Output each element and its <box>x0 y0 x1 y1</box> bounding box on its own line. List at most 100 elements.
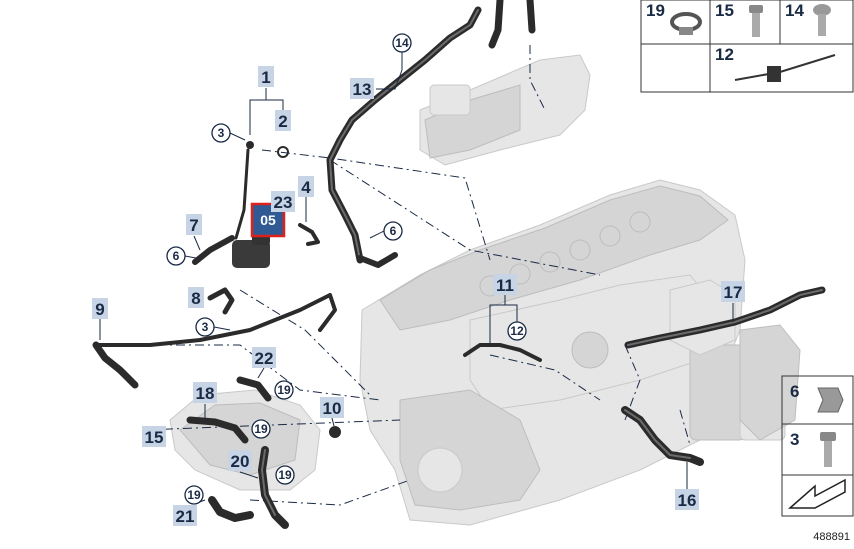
callout-15[interactable]: 15 <box>142 426 166 447</box>
callout-number: 23 <box>274 193 293 212</box>
callout-16[interactable]: 16 <box>675 489 699 510</box>
callout-3[interactable]: 3 <box>211 123 231 143</box>
callout-tag <box>320 397 344 418</box>
callout-number: 3 <box>218 126 225 140</box>
callout-tag <box>142 426 166 447</box>
legend-top-label-1: 15 <box>715 1 734 20</box>
callout-8[interactable]: 8 <box>188 287 204 308</box>
callout-number: 6 <box>173 249 180 263</box>
legend-top-label-0: 19 <box>646 1 665 20</box>
egr-cooler-upper <box>419 54 591 166</box>
callout-tag <box>271 191 295 212</box>
callout-number: 20 <box>231 452 250 471</box>
callout-number: 11 <box>496 276 514 295</box>
callout-number: 18 <box>196 384 215 403</box>
callout-number: 22 <box>255 349 274 368</box>
callout-number: 16 <box>678 491 697 510</box>
callout-tag <box>188 287 204 308</box>
callout-tag <box>721 281 745 302</box>
callout-circle <box>195 317 215 337</box>
legend-right: 6 3 <box>781 375 854 517</box>
callout-leads <box>99 52 734 505</box>
legend-right-label-1: 3 <box>790 430 799 449</box>
reference-number: 488891 <box>813 531 850 543</box>
callout-number: 19 <box>277 383 291 397</box>
bolt-icon <box>749 5 763 37</box>
callout-circle <box>383 221 403 241</box>
callout-number: 13 <box>353 80 372 99</box>
callout-10[interactable]: 10 <box>320 397 344 418</box>
callout-number: 17 <box>724 283 743 302</box>
callout-tag <box>298 176 314 197</box>
callout-layer: 1234237668931314111217221918101915201919… <box>92 33 745 526</box>
callout-11[interactable]: 11 <box>493 274 517 295</box>
callout-number: 2 <box>278 112 287 131</box>
callout-9[interactable]: 9 <box>92 298 108 319</box>
callout-6[interactable]: 6 <box>383 221 403 241</box>
callout-number: 19 <box>187 488 201 502</box>
hoses <box>92 0 826 529</box>
callout-13[interactable]: 13 <box>350 78 374 99</box>
callout-21[interactable]: 21 <box>173 505 197 526</box>
callout-circle <box>392 33 412 53</box>
torx-screw-icon <box>813 4 831 36</box>
callout-circle <box>274 380 294 400</box>
callout-number: 10 <box>323 399 342 418</box>
callout-19[interactable]: 19 <box>274 380 294 400</box>
callout-23[interactable]: 23 <box>271 191 295 212</box>
engine-block <box>359 179 786 526</box>
legend-top: 19 15 14 12 <box>640 0 854 93</box>
callout-number: 9 <box>95 300 104 319</box>
callout-number: 14 <box>395 36 409 50</box>
callout-6[interactable]: 6 <box>166 246 186 266</box>
callout-circle <box>251 419 271 439</box>
callout-tag <box>252 347 276 368</box>
callout-7[interactable]: 7 <box>186 214 202 235</box>
hex-bolt-icon <box>820 432 836 467</box>
callout-18[interactable]: 18 <box>193 382 217 403</box>
legend-top-label-2: 14 <box>785 1 804 20</box>
callout-number: 4 <box>301 178 311 197</box>
highlight-label: 05 <box>260 212 276 228</box>
callout-circle <box>507 321 527 341</box>
callout-tag <box>675 489 699 510</box>
callout-number: 12 <box>510 324 524 338</box>
callout-circle <box>166 246 186 266</box>
callout-22[interactable]: 22 <box>252 347 276 368</box>
dashed-leaders <box>100 45 691 506</box>
callout-tag <box>193 382 217 403</box>
callout-tag <box>258 66 274 87</box>
callout-14[interactable]: 14 <box>392 33 412 53</box>
hose-clamp-icon <box>670 12 702 35</box>
callout-4[interactable]: 4 <box>298 176 314 197</box>
callout-3[interactable]: 3 <box>195 317 215 337</box>
callout-number: 15 <box>145 428 164 447</box>
callout-tag <box>186 214 202 235</box>
cable-tie-clip-icon <box>734 54 836 82</box>
callout-1[interactable]: 1 <box>258 66 274 87</box>
callout-circle <box>184 485 204 505</box>
callout-number: 6 <box>390 224 397 238</box>
spring-clamp-icon <box>817 387 844 413</box>
callout-tag <box>350 78 374 99</box>
callout-number: 21 <box>176 507 195 526</box>
callout-tag <box>228 450 252 471</box>
callout-2[interactable]: 2 <box>275 110 291 131</box>
callout-circle <box>275 465 295 485</box>
callout-tag <box>275 110 291 131</box>
callout-number: 1 <box>261 68 270 87</box>
callout-17[interactable]: 17 <box>721 281 745 302</box>
callout-tag <box>493 274 517 295</box>
callout-19[interactable]: 19 <box>251 419 271 439</box>
callout-number: 7 <box>189 216 198 235</box>
callout-12[interactable]: 12 <box>507 321 527 341</box>
callout-circle <box>211 123 231 143</box>
callout-19[interactable]: 19 <box>275 465 295 485</box>
direction-arrow-icon <box>788 478 846 509</box>
legend-top-label-3: 12 <box>715 45 734 64</box>
callout-19[interactable]: 19 <box>184 485 204 505</box>
legend-right-label-0: 6 <box>790 382 799 401</box>
callout-20[interactable]: 20 <box>228 450 252 471</box>
callout-number: 3 <box>202 320 209 334</box>
